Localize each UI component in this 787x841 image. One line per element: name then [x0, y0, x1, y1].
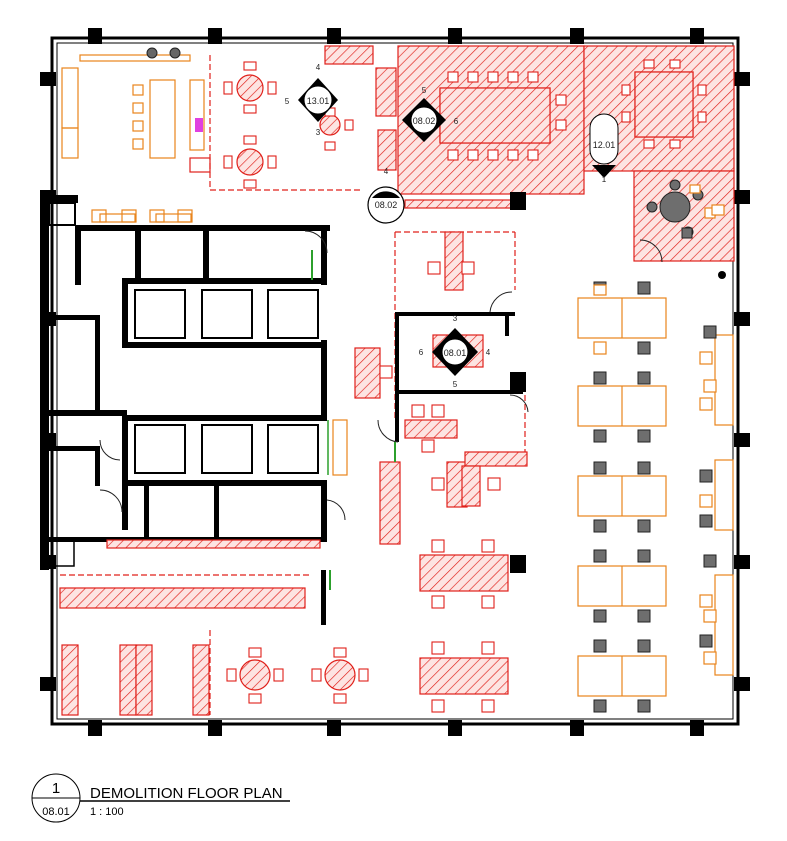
tag-label: 08.02	[413, 116, 436, 126]
tag-number: 5	[453, 380, 458, 389]
tag-number: 5	[422, 86, 427, 95]
tag-number: 1	[602, 175, 607, 184]
building-shell	[40, 28, 750, 736]
elevation-tag-08-01[interactable]: 08.01 3 6 4 5	[419, 314, 491, 389]
elevation-tag-13-01[interactable]: 13.01 4 5 3	[285, 63, 338, 137]
tag-number: 4	[316, 63, 321, 72]
drawing-scale: 1 : 100	[90, 806, 124, 818]
fixture-icon	[718, 271, 726, 279]
tag-number: 3	[453, 314, 458, 323]
meeting-rooms-top	[324, 45, 735, 263]
building-core	[40, 195, 346, 625]
lounge-area	[61, 47, 211, 223]
sheet-number: 08.01	[42, 806, 70, 818]
tag-label: 08.02	[375, 200, 398, 210]
tag-label: 13.01	[307, 96, 330, 106]
tag-number: 6	[419, 348, 424, 357]
drawing-title: DEMOLITION FLOOR PLAN	[90, 785, 283, 802]
tag-label: 08.01	[444, 348, 467, 358]
tag-number: 5	[285, 97, 290, 106]
drawing-title-block: 1 08.01 DEMOLITION FLOOR PLAN 1 : 100	[31, 773, 290, 823]
tag-number: 3	[316, 128, 321, 137]
tag-number: 6	[454, 117, 459, 126]
middle-offices	[327, 231, 529, 545]
elevation-tag-08-02-top[interactable]: 08.02 5 6	[402, 86, 459, 142]
elevation-tag-08-02-mid[interactable]: 08.02 4	[367, 167, 405, 224]
workstations-demolished	[59, 539, 526, 716]
round-tables-top	[223, 61, 354, 189]
tag-number: 4	[384, 167, 389, 176]
open-office-desks	[577, 204, 734, 713]
tag-number: 4	[486, 348, 491, 357]
drawing-number: 1	[52, 780, 60, 797]
tag-label: 12.01	[593, 140, 616, 150]
elevation-tag-12-01[interactable]: 12.01 1	[589, 113, 619, 184]
